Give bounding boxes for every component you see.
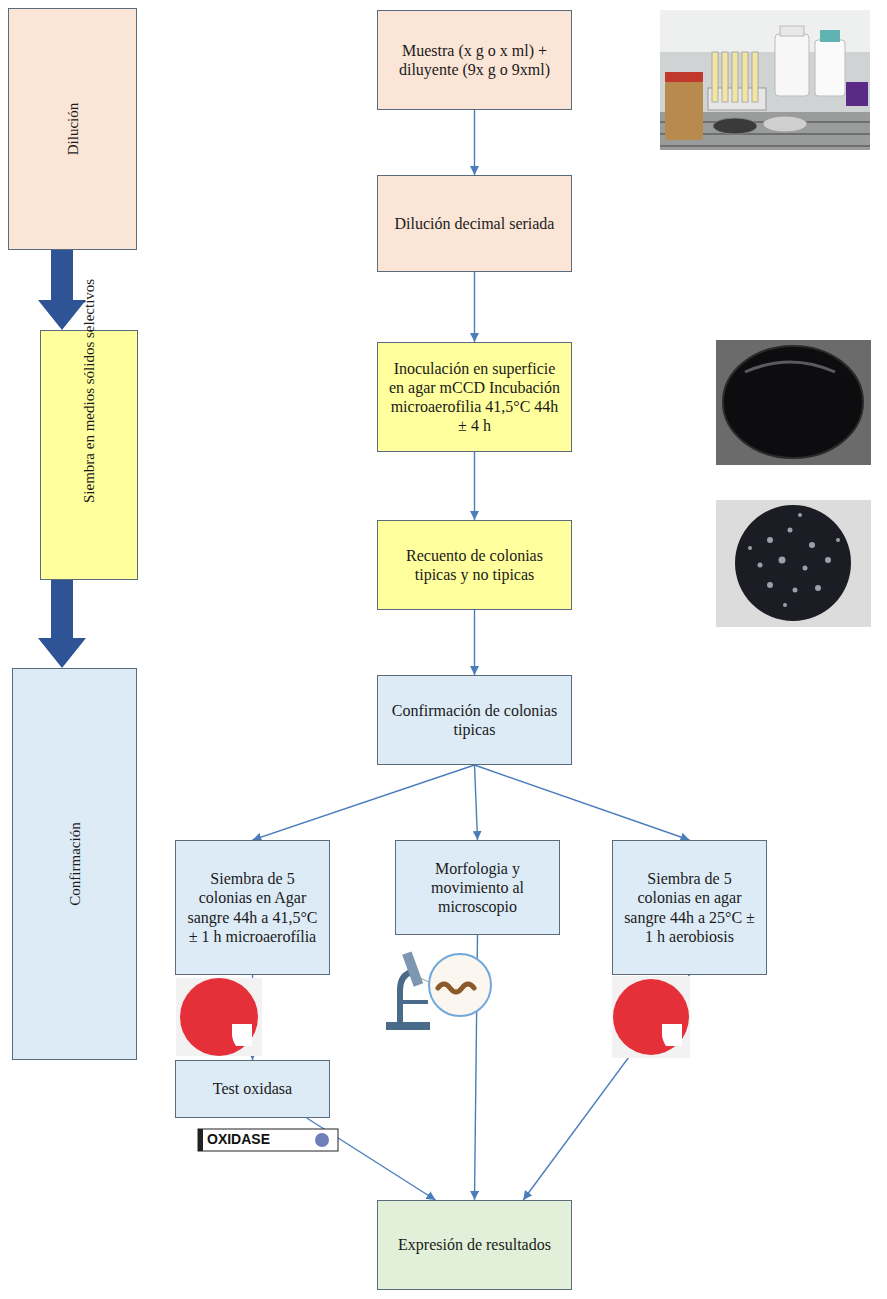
box-label: Siembra de 5 colonias en Agar sangre 44h… <box>184 869 321 946</box>
colony <box>758 563 763 568</box>
strip-edge <box>198 1129 203 1151</box>
bacterium <box>438 984 474 992</box>
test-tube <box>722 52 728 102</box>
photo-ground <box>176 978 262 1056</box>
oxidase-strip <box>198 1129 338 1151</box>
process-box: Expresión de resultados <box>377 1200 572 1290</box>
test-tube <box>712 52 718 102</box>
bottle <box>775 34 809 96</box>
flow-arrow <box>475 765 690 840</box>
colony <box>815 585 821 591</box>
agar-plate <box>180 978 258 1056</box>
box-label: Confirmación de colonias tipicas <box>386 701 563 739</box>
process-box: Siembra de 5 colonias en agar sangre 44h… <box>612 840 767 975</box>
dispenser <box>846 82 868 106</box>
bottle <box>815 40 845 96</box>
plate-shine <box>745 362 835 372</box>
process-box: Siembra de 5 colonias en Agar sangre 44h… <box>175 840 330 975</box>
photo-ground <box>716 340 871 465</box>
colony <box>793 588 798 593</box>
flow-arrow <box>474 110 475 175</box>
agar-plate <box>723 346 863 458</box>
colony <box>809 542 815 548</box>
strip-label: OXIDASE <box>207 1132 270 1147</box>
flow-arrow <box>475 765 478 840</box>
colony <box>748 546 752 550</box>
band-label: Dilución <box>64 103 82 156</box>
blood-agar-plate <box>612 976 690 1058</box>
process-box: Muestra (x g o x ml) + diluyente (9x g o… <box>377 10 572 110</box>
microscope-stage <box>398 1000 428 1004</box>
box-label: Muestra (x g o x ml) + diluyente (9x g o… <box>386 41 563 79</box>
band-label: Confirmación <box>66 822 84 905</box>
flow-arrow <box>474 610 475 675</box>
process-box: Test oxidasa <box>175 1060 330 1118</box>
colony <box>767 582 773 588</box>
box-label: Test oxidasa <box>213 1079 292 1098</box>
process-box: Dilución decimal seriada <box>377 175 572 272</box>
block-arrow <box>38 580 86 668</box>
mccd-plate-photo <box>716 340 871 465</box>
zoom-leader <box>420 978 429 982</box>
plate-tab <box>232 1024 252 1046</box>
bench-grid <box>660 145 870 147</box>
colony <box>783 603 787 607</box>
microscope-base <box>386 1022 430 1030</box>
petri-dish <box>763 116 807 132</box>
bottle-cap <box>780 26 804 36</box>
block-arrow <box>38 250 86 330</box>
jar-lid <box>665 72 703 82</box>
colony-plate-photo <box>716 500 871 627</box>
box-label: Morfologia y movimiento al microscopio <box>404 859 551 917</box>
flow-arrow <box>474 272 475 342</box>
test-tube <box>742 52 748 102</box>
lab-photo <box>660 10 870 150</box>
process-box: Confirmación de colonias tipicas <box>377 675 572 765</box>
petri-dish <box>713 118 757 134</box>
process-box: Inoculación en superficie en agar mCCD I… <box>377 342 572 452</box>
colony <box>803 566 808 571</box>
box-label: Siembra de 5 colonias en agar sangre 44h… <box>621 869 758 946</box>
box-label: Inoculación en superficie en agar mCCD I… <box>386 359 563 436</box>
blood-agar-plate <box>176 978 262 1056</box>
colony <box>836 538 840 542</box>
agar-plate <box>735 505 851 621</box>
reaction-spot <box>315 1133 329 1147</box>
box-label: Recuento de colonias tipicas y no tipica… <box>386 546 563 584</box>
band-label: Siembra en medios sólidos selectivos <box>80 407 98 503</box>
stage-band: Dilución <box>8 8 137 250</box>
box-label: Dilución decimal seriada <box>395 214 555 233</box>
strip <box>198 1129 338 1151</box>
test-tube <box>732 52 738 102</box>
microscope-icon <box>386 951 491 1030</box>
photo-ground <box>716 500 871 627</box>
photo-ground <box>660 10 870 150</box>
flow-arrow <box>523 975 689 1200</box>
zoom-circle <box>429 954 491 1016</box>
sample-jar <box>665 80 703 140</box>
plate-tab <box>662 1024 682 1046</box>
flow-arrow <box>253 765 475 840</box>
colony <box>825 557 831 563</box>
stage-band: Siembra en medios sólidos selectivos <box>40 330 138 580</box>
test-tube <box>752 52 758 102</box>
colony <box>788 528 793 533</box>
process-box: Morfologia y movimiento al microscopio <box>395 840 560 935</box>
flow-arrow <box>474 452 475 520</box>
microscope-arm <box>400 972 412 1022</box>
photo-ground <box>612 976 690 1058</box>
box-label: Expresión de resultados <box>398 1235 551 1254</box>
stage-band: Confirmación <box>12 668 137 1060</box>
colony <box>779 557 786 564</box>
colony <box>798 513 802 517</box>
agar-plate <box>613 979 689 1055</box>
process-box: Recuento de colonias tipicas y no tipica… <box>377 520 572 610</box>
microscope-tube <box>402 951 423 986</box>
colony <box>767 537 773 543</box>
bottle-cap <box>820 30 840 42</box>
